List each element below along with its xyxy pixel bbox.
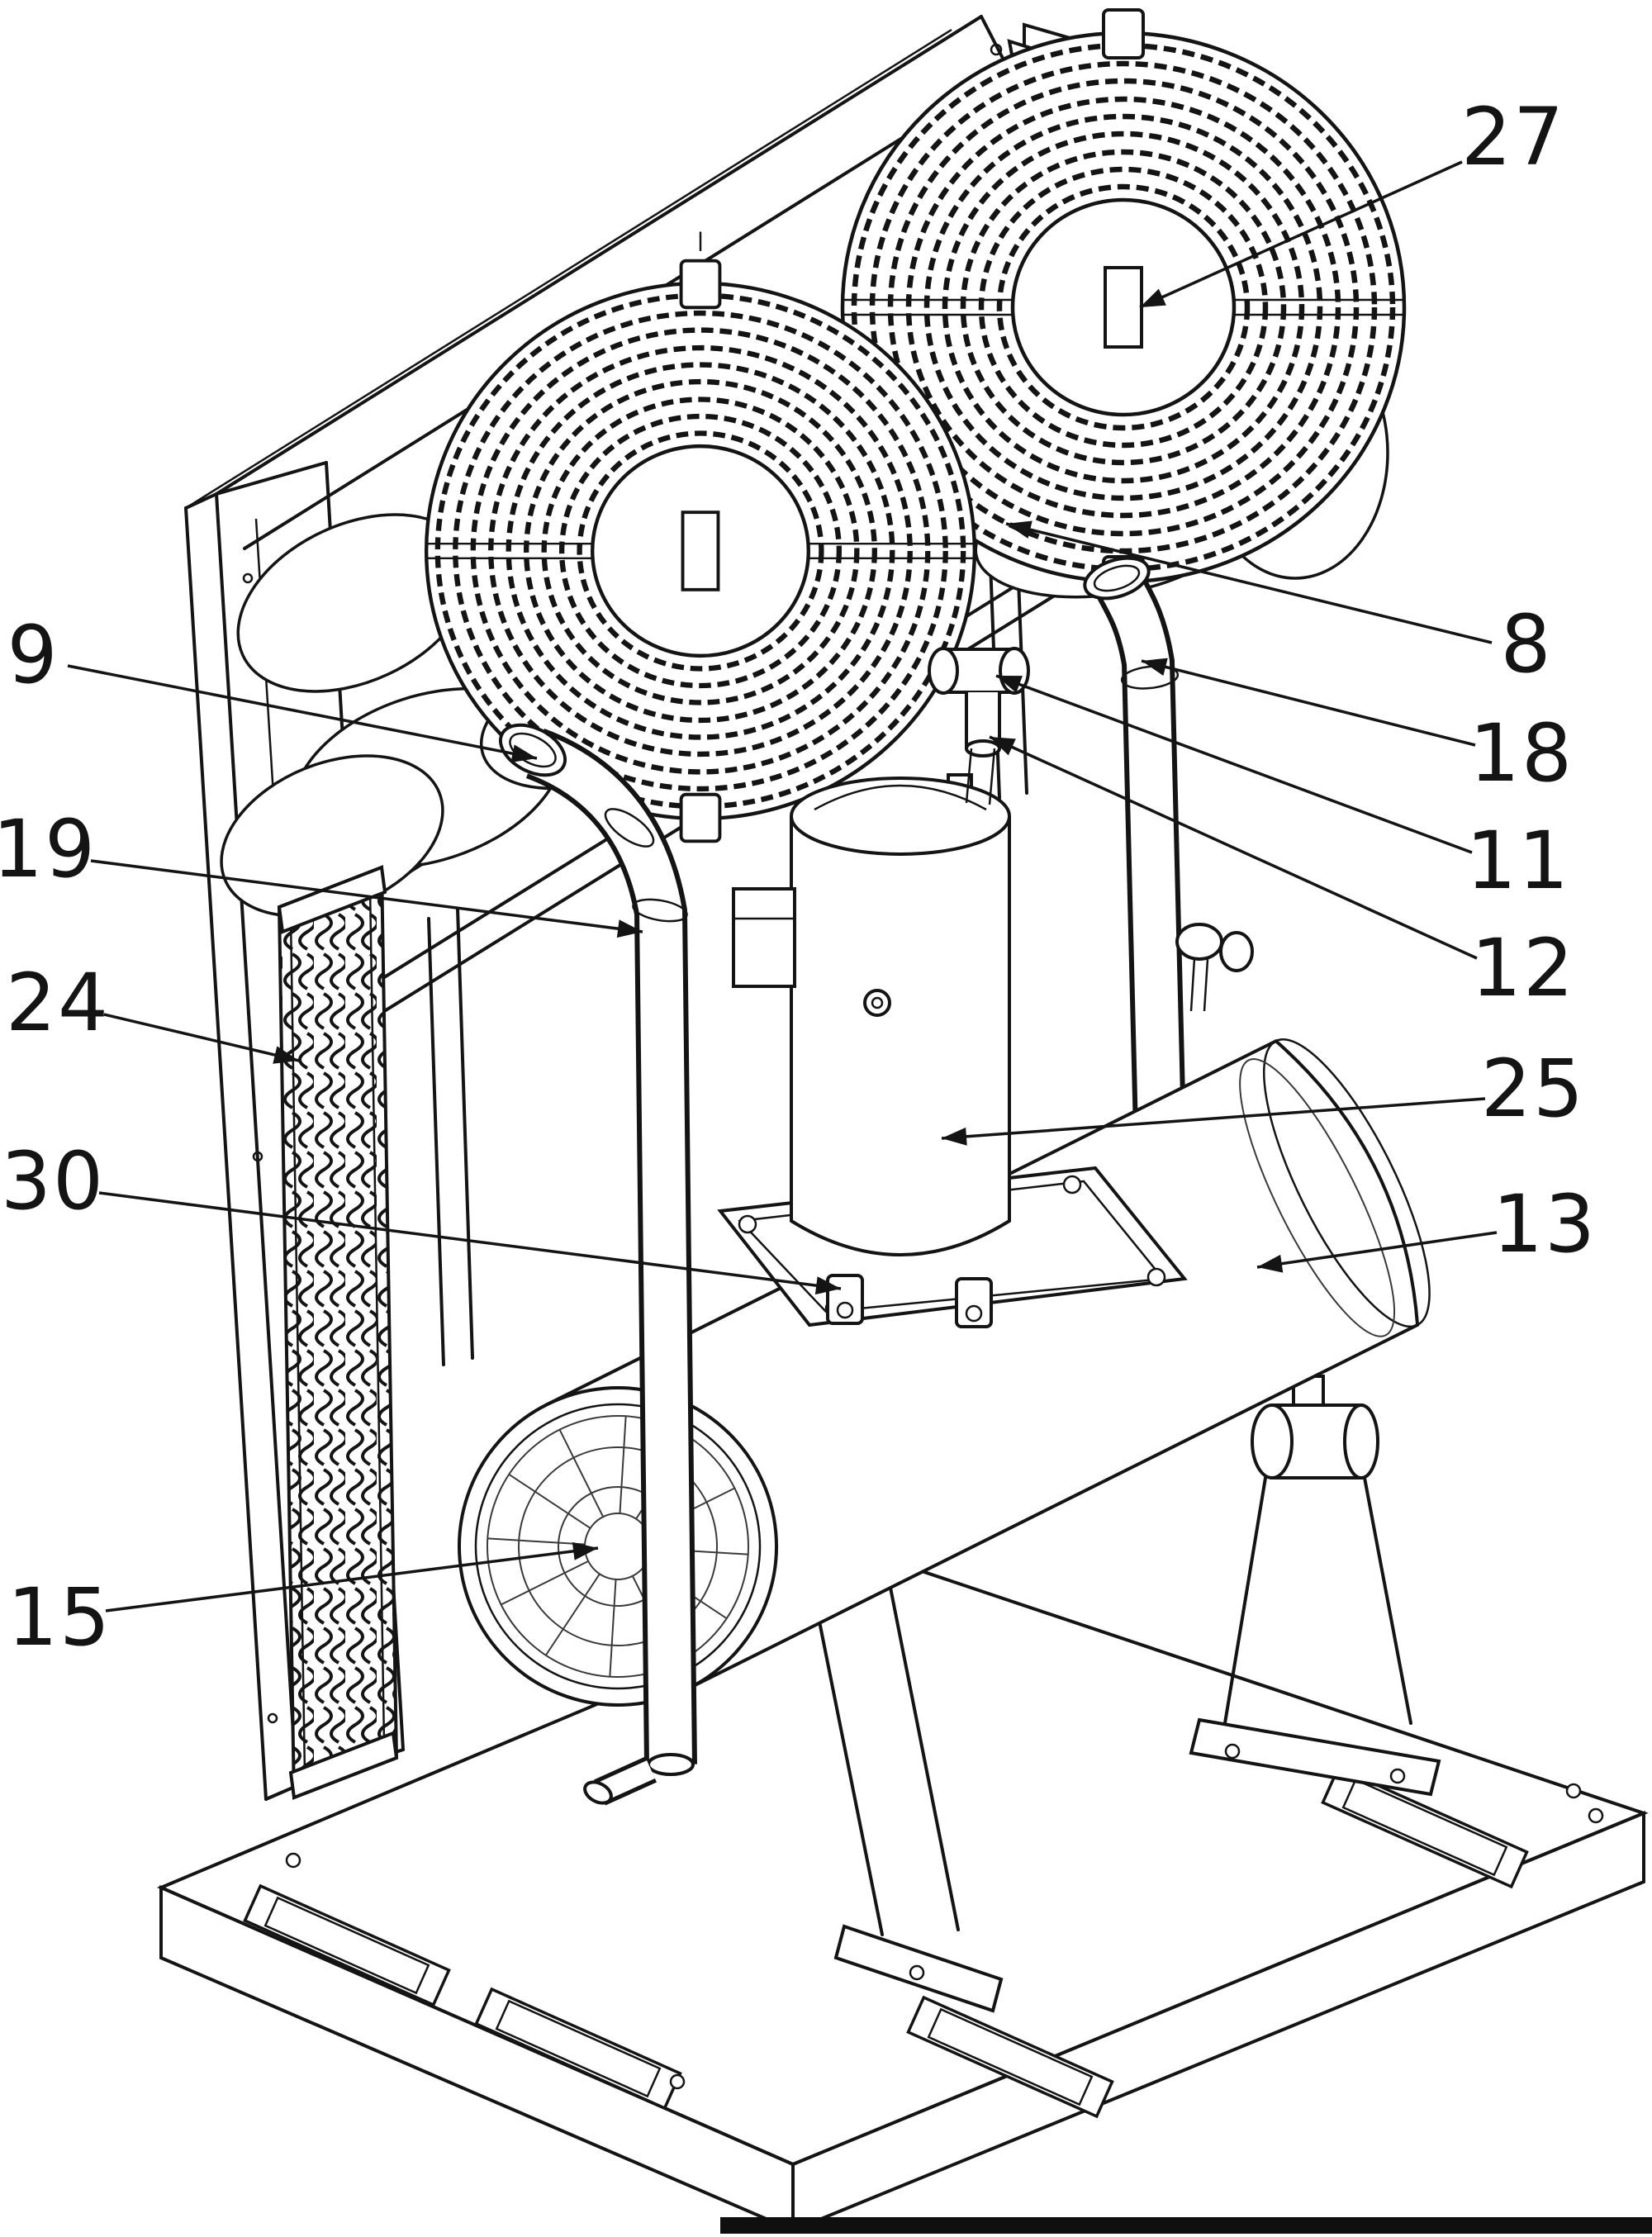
valve-cluster <box>1175 923 1254 1012</box>
pipe-fittings <box>928 647 1030 805</box>
discharge-pipe-right <box>1083 556 1186 1133</box>
fitting-12 <box>965 739 1001 758</box>
leader-arrowhead-25 <box>942 1127 967 1146</box>
leader-line-12 <box>989 735 1478 960</box>
leader-arrowhead-13 <box>1257 1254 1284 1273</box>
compressor <box>732 773 1011 1328</box>
suction-pipe-left <box>498 723 697 1806</box>
tank-supports <box>812 1375 1441 2013</box>
leader-line-11 <box>995 674 1473 854</box>
leader-line-27 <box>1139 160 1463 309</box>
leader-arrowhead-27 <box>1140 288 1166 307</box>
leader-line-15 <box>105 1546 599 1612</box>
leader-arrowhead-15 <box>572 1541 598 1560</box>
leader-arrowhead-8 <box>1006 520 1032 539</box>
drain-stub <box>583 1780 613 1805</box>
leader-line-18 <box>1141 659 1476 747</box>
leader-line-24 <box>103 1013 300 1062</box>
leader-line-8 <box>1005 522 1493 644</box>
base-platform <box>156 1567 1649 2234</box>
leader-arrowhead-30 <box>814 1276 841 1295</box>
leader-line-19 <box>90 859 643 933</box>
leader-arrowhead-19 <box>616 919 643 938</box>
leader-arrowhead-18 <box>1142 658 1168 677</box>
leader-line-30 <box>98 1191 842 1290</box>
scan-artifact-bar <box>720 2217 1652 2234</box>
leader-lines <box>67 160 1498 1612</box>
leader-arrowhead-12 <box>990 737 1016 756</box>
leader-arrowhead-24 <box>273 1046 299 1064</box>
leader-line-13 <box>1256 1231 1498 1269</box>
leader-line-9 <box>67 664 538 760</box>
fitting-11 <box>928 647 959 695</box>
leader-line-25 <box>941 1097 1486 1140</box>
leader-arrowhead-9 <box>510 744 537 762</box>
leader-arrowhead-11 <box>996 676 1023 693</box>
pipe-opening <box>498 723 567 777</box>
terminal-box <box>732 887 796 988</box>
horizontal-tank <box>458 1038 1431 1707</box>
condenser-coil <box>277 865 399 1800</box>
